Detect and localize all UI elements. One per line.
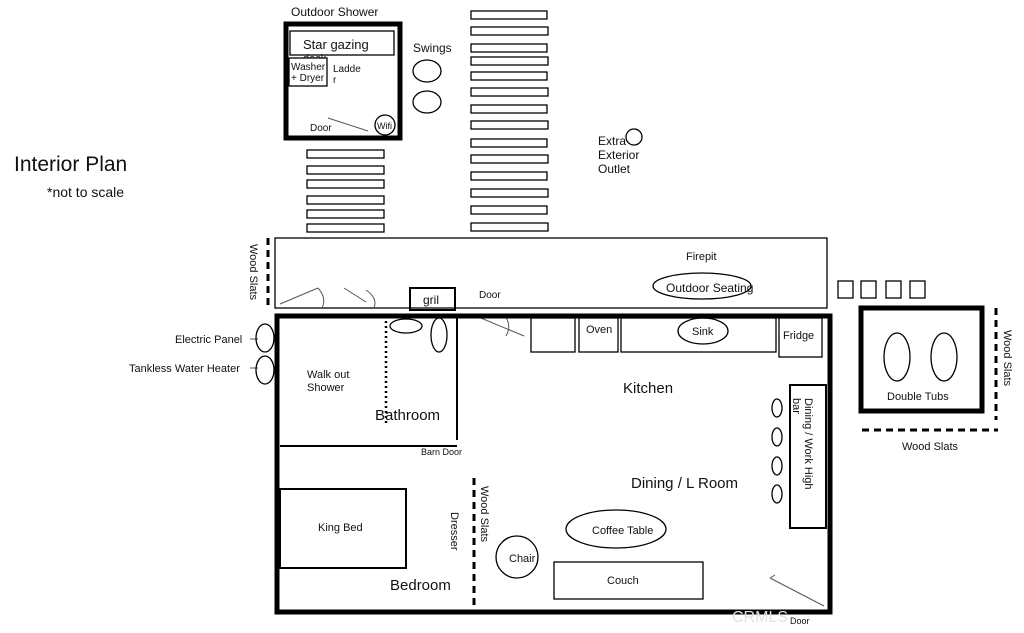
front-door-label: Door — [790, 616, 810, 626]
bar-stools — [771, 398, 783, 504]
washer-dryer — [288, 57, 328, 87]
dining-bar-label-line1: Dining / Work High — [802, 398, 814, 490]
washer-label-line1: Washer — [291, 62, 326, 73]
shed-door-arrow — [327, 117, 369, 132]
door-swing-arcs — [279, 287, 525, 337]
watermark-text: CRMLS — [732, 609, 788, 626]
outdoor-seating — [652, 272, 752, 300]
walk-out-shower-line2: Shower — [307, 382, 345, 394]
dining-high-bar — [789, 384, 827, 529]
star-gazing-deck — [289, 30, 395, 56]
extra-outlet-label-line1: Extra — [598, 134, 626, 148]
grill-label: gril — [423, 293, 439, 307]
star-gazing-label: Star gazing — [303, 37, 369, 52]
coffee-table — [565, 509, 667, 549]
tub-2 — [930, 332, 958, 382]
bedroom-wood-slats-label: Wood Slats — [478, 486, 490, 543]
barn-door-label: Barn Door — [421, 447, 462, 457]
chair-label: Chair — [509, 553, 536, 565]
patio-door-label: Door — [479, 290, 501, 301]
king-bed — [279, 488, 407, 569]
coffee-table-label: Coffee Table — [592, 525, 653, 537]
outdoor-seating-label: Outdoor Seating — [666, 281, 753, 295]
electric-panel-label: Electric Panel — [175, 334, 242, 346]
bedroom-label: Bedroom — [390, 577, 451, 594]
outdoor-shower-label: Outdoor Shower — [291, 5, 378, 19]
washer-label-line2: + Dryer — [291, 73, 325, 84]
dining-room-label: Dining / L Room — [631, 475, 738, 492]
extra-outlet-circle — [625, 128, 643, 146]
bathroom-label: Bathroom — [375, 407, 440, 424]
dresser-label: Dresser — [448, 512, 460, 551]
firepit-label: Firepit — [686, 251, 717, 263]
grill-box — [409, 287, 456, 311]
plan-title: Interior Plan — [14, 153, 127, 176]
tubs-wood-slats-bottom-label: Wood Slats — [902, 441, 959, 453]
fridge — [778, 317, 823, 358]
house-exterior-walls — [274, 313, 833, 615]
couch-label: Couch — [607, 575, 639, 587]
chair — [495, 535, 539, 579]
toilet — [430, 317, 448, 353]
plan-subtitle: *not to scale — [47, 184, 124, 200]
oven — [578, 317, 619, 353]
wifi-label: Wifi — [377, 121, 392, 131]
front-door-swing — [769, 577, 825, 607]
tubs-wood-slats-right-label: Wood Slats — [1001, 330, 1013, 387]
wood-slats-left-label: Wood Slats — [247, 244, 259, 301]
sink — [677, 317, 729, 345]
sink-label: Sink — [692, 326, 714, 338]
kitchen-counter — [530, 317, 576, 353]
king-bed-label: King Bed — [318, 522, 363, 534]
swing-2 — [412, 90, 442, 114]
double-tubs-label: Double Tubs — [887, 391, 949, 403]
oven-label: Oven — [586, 324, 612, 336]
water-heater — [255, 355, 275, 385]
extra-outlet-label-line2: Exterior — [598, 148, 639, 162]
outdoor-shower-shed — [283, 21, 403, 141]
tub-steps — [837, 280, 926, 299]
swings-label: Swings — [413, 41, 452, 55]
fridge-label: Fridge — [783, 330, 814, 342]
tub-1 — [883, 332, 911, 382]
swing-1 — [412, 59, 442, 83]
shed-door-label: Door — [310, 123, 332, 134]
electric-panel — [255, 323, 275, 353]
couch — [553, 561, 704, 600]
patio-deck — [274, 237, 828, 309]
bathroom-sink — [389, 318, 423, 334]
dining-bar-label-line2: bar — [790, 398, 802, 414]
water-heater-label: Tankless Water Heater — [129, 363, 240, 375]
kitchen-label: Kitchen — [623, 380, 673, 397]
walk-out-shower-line1: Walk out — [307, 369, 349, 381]
double-tubs-enclosure — [858, 305, 985, 414]
wifi-circle — [374, 114, 396, 136]
walkway-slats-left — [306, 149, 385, 233]
ladder-label-line1: Ladde — [333, 64, 361, 75]
walkway-slats-right — [470, 10, 549, 232]
extra-outlet-label-line3: Outlet — [598, 162, 631, 176]
ladder-label-line2: r — [333, 75, 337, 86]
